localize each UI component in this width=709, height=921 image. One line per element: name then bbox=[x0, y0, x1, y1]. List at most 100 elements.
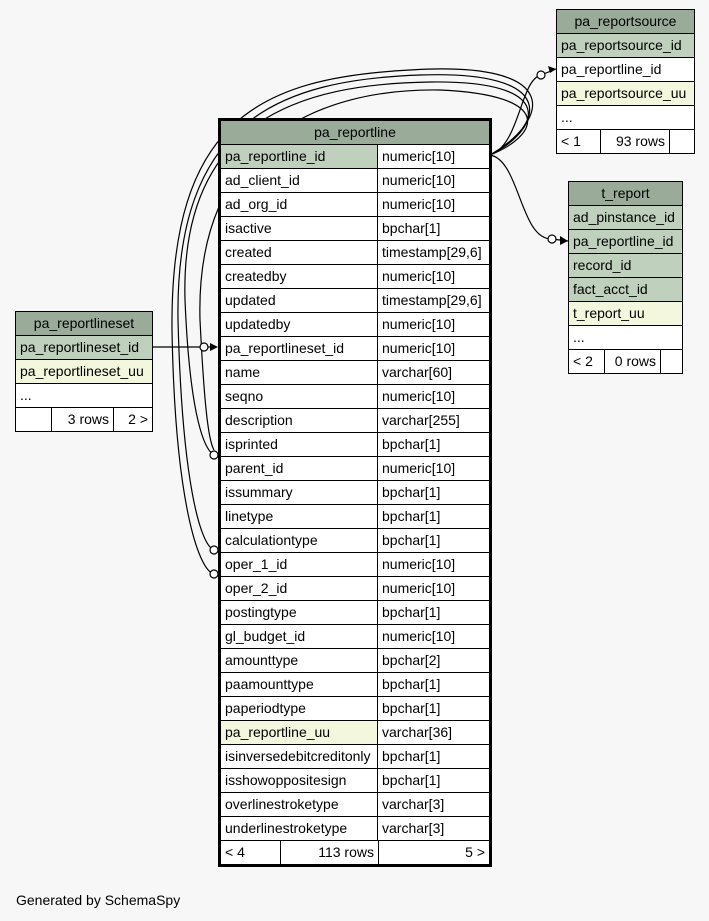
column-name: isshowoppositesign bbox=[221, 769, 378, 792]
column-type: numeric[10] bbox=[382, 340, 456, 356]
column-name: createdby bbox=[221, 265, 378, 288]
edge-reportsource bbox=[489, 68, 557, 156]
column-type: varchar[60] bbox=[382, 364, 453, 380]
column-name: isactive bbox=[221, 217, 378, 240]
column-row[interactable]: t_report_uu bbox=[569, 302, 682, 326]
column-row[interactable]: ad_pinstance_id bbox=[569, 206, 682, 230]
footer-parents bbox=[16, 408, 52, 431]
column-row[interactable]: pa_reportlineset_uu bbox=[16, 360, 152, 384]
column-name: ... bbox=[573, 329, 585, 345]
column-type: numeric[10] bbox=[382, 196, 456, 212]
table-footer: < 1 93 rows bbox=[557, 129, 694, 153]
column-name: pa_reportlineset_id bbox=[221, 337, 378, 360]
footer-children[interactable]: 2 > bbox=[128, 411, 148, 427]
column-name: ... bbox=[20, 387, 32, 403]
column-row[interactable]: ... bbox=[16, 384, 152, 407]
column-row[interactable]: pa_reportline_id bbox=[557, 58, 694, 82]
column-row[interactable]: fact_acct_id bbox=[569, 278, 682, 302]
column-type: numeric[10] bbox=[382, 148, 456, 164]
column-name: created bbox=[221, 241, 378, 264]
column-name: pa_reportlineset_uu bbox=[16, 360, 152, 383]
column-name: pa_reportlineset_id bbox=[16, 336, 152, 359]
footer-parents[interactable]: < 1 bbox=[557, 130, 601, 153]
column-name: isprinted bbox=[221, 433, 378, 456]
footer-children bbox=[670, 130, 694, 153]
column-name: paamounttype bbox=[221, 673, 378, 696]
column-name: isinversedebitcreditonly bbox=[221, 745, 378, 768]
column-name: pa_reportline_id bbox=[221, 145, 378, 168]
column-type: timestamp[29,6] bbox=[382, 292, 482, 308]
column-name: overlinestroketype bbox=[221, 793, 378, 816]
footer-parents[interactable]: < 2 bbox=[569, 350, 605, 373]
column-type: numeric[10] bbox=[382, 628, 456, 644]
column-name: updatedby bbox=[221, 313, 378, 336]
column-name: gl_budget_id bbox=[221, 625, 378, 648]
column-name: pa_reportsource_uu bbox=[557, 82, 694, 105]
column-name: postingtype bbox=[221, 601, 378, 624]
column-type: bpchar[1] bbox=[382, 220, 441, 236]
column-type: numeric[10] bbox=[382, 460, 456, 476]
footer-rows: 93 rows bbox=[601, 130, 670, 153]
footer-parents[interactable]: < 4 bbox=[221, 841, 281, 864]
column-name: updated bbox=[221, 289, 378, 312]
column-type: bpchar[1] bbox=[382, 436, 441, 452]
column-row[interactable]: pa_reportsource_id bbox=[557, 34, 694, 58]
footer-rows: 113 rows bbox=[281, 841, 379, 864]
column-row[interactable]: pa_reportlineset_id bbox=[16, 336, 152, 360]
column-row[interactable]: pa_reportline_id bbox=[569, 230, 682, 254]
column-name: ad_org_id bbox=[221, 193, 378, 216]
column-row[interactable]: ... bbox=[557, 106, 694, 129]
column-row[interactable]: record_id bbox=[569, 254, 682, 278]
footer-children[interactable]: 5 > bbox=[465, 844, 485, 860]
table-footer: < 2 0 rows bbox=[569, 349, 682, 373]
column-type: varchar[3] bbox=[382, 796, 445, 812]
column-type: bpchar[1] bbox=[382, 532, 441, 548]
column-name: pa_reportsource_id bbox=[557, 34, 694, 57]
column-type: timestamp[29,6] bbox=[382, 244, 482, 260]
column-name: parent_id bbox=[221, 457, 378, 480]
footer-rows: 0 rows bbox=[605, 350, 661, 373]
column-name: linetype bbox=[221, 505, 378, 528]
column-row[interactable]: pa_reportsource_uu bbox=[557, 82, 694, 106]
column-type: bpchar[1] bbox=[382, 484, 441, 500]
column-type: numeric[10] bbox=[382, 580, 456, 596]
column-name: ad_client_id bbox=[221, 169, 378, 192]
column-type: numeric[10] bbox=[382, 388, 456, 404]
column-type: numeric[10] bbox=[382, 316, 456, 332]
column-name: pa_reportline_id bbox=[569, 230, 682, 253]
column-row[interactable]: ... bbox=[569, 326, 682, 349]
